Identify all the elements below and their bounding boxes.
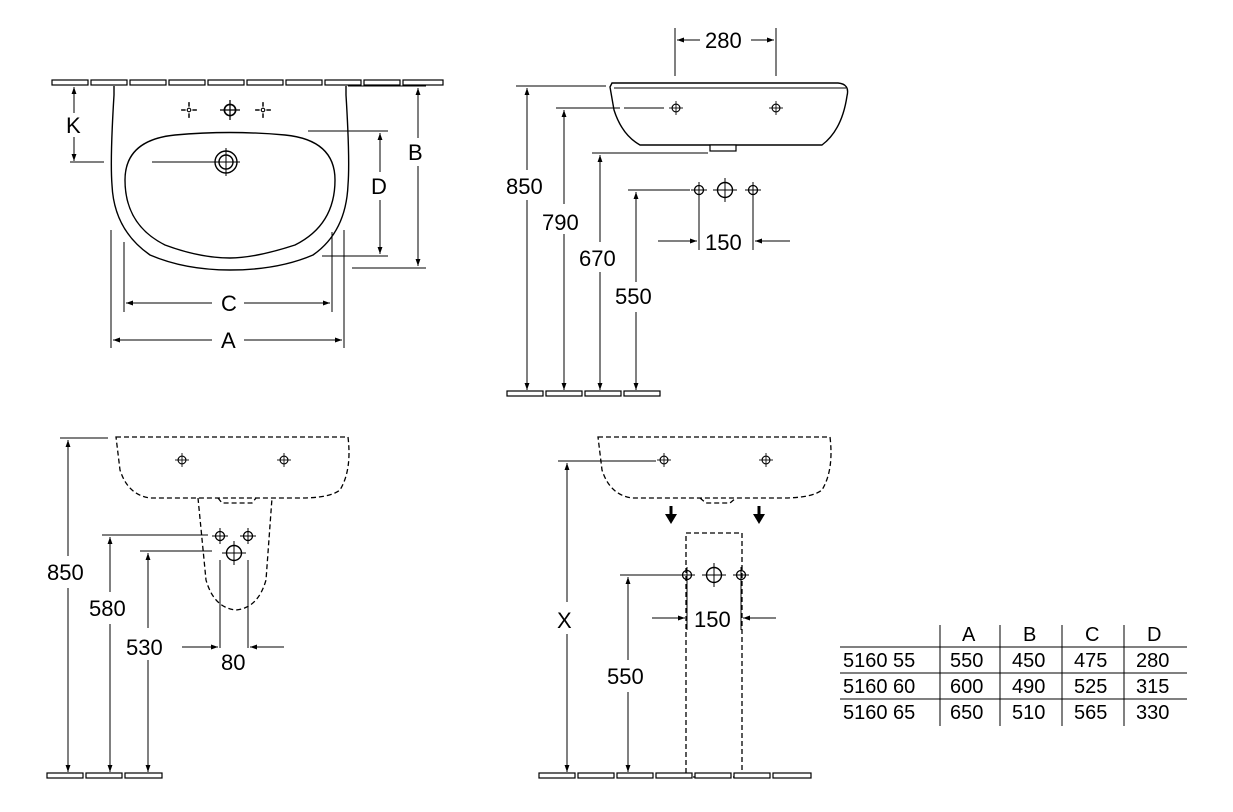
hp-drain-icon: [222, 541, 246, 565]
table-cell: 315: [1136, 676, 1169, 698]
hp-supply-right-icon: [240, 528, 256, 544]
dim-580: 580: [89, 596, 126, 621]
hp-tap-left-icon: [175, 453, 189, 467]
ped-supply-right-icon: [733, 567, 749, 583]
dim-150-ped: 150: [694, 607, 731, 632]
side-tap-hole-right-icon: [769, 101, 783, 115]
ped-floor: [538, 772, 812, 779]
ped-basin-outline: [597, 436, 832, 499]
table-cell: 510: [1012, 702, 1045, 724]
ped-supply-left-icon: [679, 567, 695, 583]
basin-bowl: [124, 131, 336, 259]
table-cell: 5160 65: [843, 702, 915, 724]
top-view: K B D C A: [51, 79, 444, 353]
dim-850-side: 850: [506, 174, 543, 199]
table-cell: 5160 55: [843, 650, 915, 672]
label-c: C: [221, 291, 237, 316]
dim-850-hp: 850: [47, 560, 84, 585]
wall-tiles: [51, 79, 444, 86]
side-basin-outline: [609, 82, 849, 146]
table-cell: 5160 60: [843, 676, 915, 698]
dim-x: X: [557, 608, 572, 633]
table-cell: 550: [950, 650, 983, 672]
table-header-d: D: [1147, 624, 1161, 646]
tap-hole-left-icon: [180, 101, 198, 119]
dim-550-side: 550: [615, 284, 652, 309]
table-header-b: B: [1023, 624, 1036, 646]
hp-basin-outline: [115, 436, 350, 499]
table-cell: 330: [1136, 702, 1169, 724]
hp-pedestal: [197, 497, 273, 611]
dim-80: 80: [221, 650, 245, 675]
table-cell: 525: [1074, 676, 1107, 698]
label-k: K: [66, 113, 81, 138]
table-cell: 600: [950, 676, 983, 698]
dim-530: 530: [126, 635, 163, 660]
basin-outline: [110, 86, 350, 271]
supply-left-icon: [691, 182, 707, 198]
table-cell: 490: [1012, 676, 1045, 698]
ped-tap-right-icon: [759, 453, 773, 467]
hp-tap-right-icon: [277, 453, 291, 467]
dim-670: 670: [579, 246, 616, 271]
supply-right-icon: [745, 182, 761, 198]
label-b: B: [408, 140, 423, 165]
side-tap-hole-left-icon: [669, 101, 683, 115]
ped-drain-icon: [702, 563, 726, 587]
arrow-down-right-icon: [753, 506, 765, 524]
ped-tap-left-icon: [657, 453, 671, 467]
dim-280: 280: [705, 28, 742, 53]
hp-floor: [46, 772, 163, 779]
side-view: 280 850 790 670 550 150: [506, 28, 849, 397]
hp-supply-left-icon: [212, 528, 228, 544]
table-cell: 280: [1136, 650, 1169, 672]
table-cell: 565: [1074, 702, 1107, 724]
table-header-a: A: [962, 624, 976, 646]
tap-hole-right-icon: [254, 101, 272, 119]
drain-icon: [212, 148, 240, 176]
dim-550-ped: 550: [607, 664, 644, 689]
dim-150-side: 150: [705, 230, 742, 255]
table-cell: 475: [1074, 650, 1107, 672]
supply-center-icon: [713, 178, 737, 202]
table-header-c: C: [1085, 624, 1099, 646]
dim-790: 790: [542, 210, 579, 235]
half-pedestal-view: 850 580 530 80: [46, 436, 350, 779]
side-floor: [506, 390, 661, 397]
dimension-table: A B C D 5160 55 550 450 475 280 5160 60 …: [840, 624, 1187, 726]
table-cell: 650: [950, 702, 983, 724]
arrow-down-left-icon: [665, 506, 677, 524]
table-cell: 450: [1012, 650, 1045, 672]
tap-hole-center-icon: [220, 100, 240, 120]
label-d: D: [371, 174, 387, 199]
label-a: A: [221, 328, 236, 353]
pedestal-view: X 550 150: [538, 436, 832, 779]
